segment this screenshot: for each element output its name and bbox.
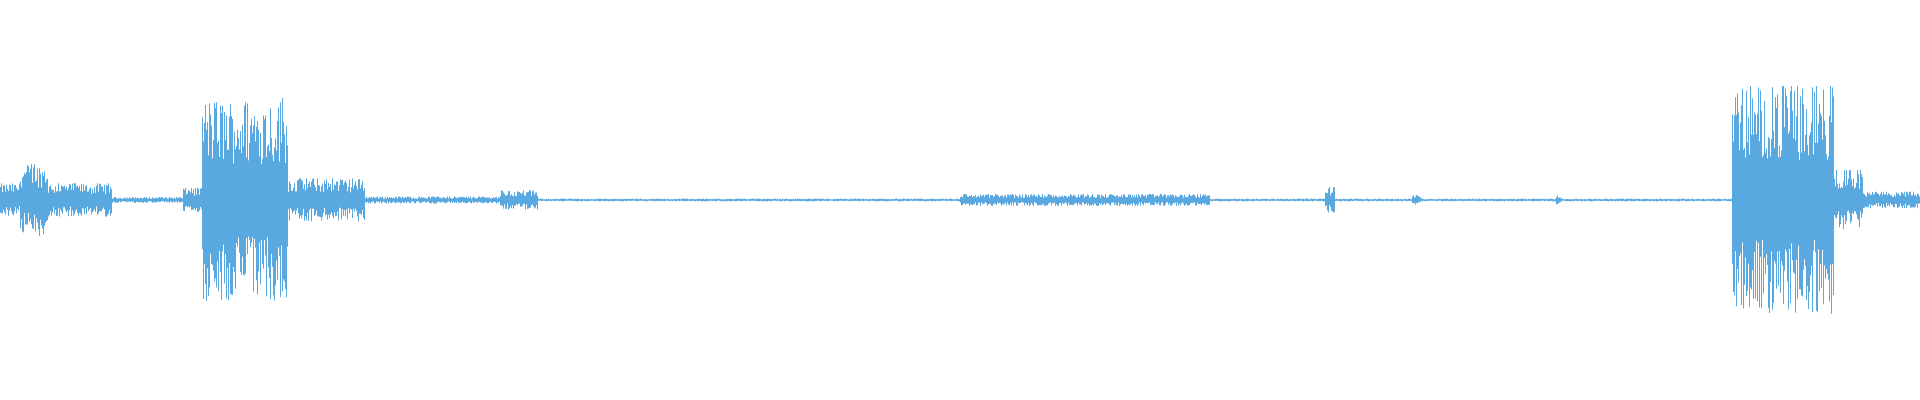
- waveform-samples: [0, 86, 1920, 314]
- waveform-trace: [0, 86, 1920, 314]
